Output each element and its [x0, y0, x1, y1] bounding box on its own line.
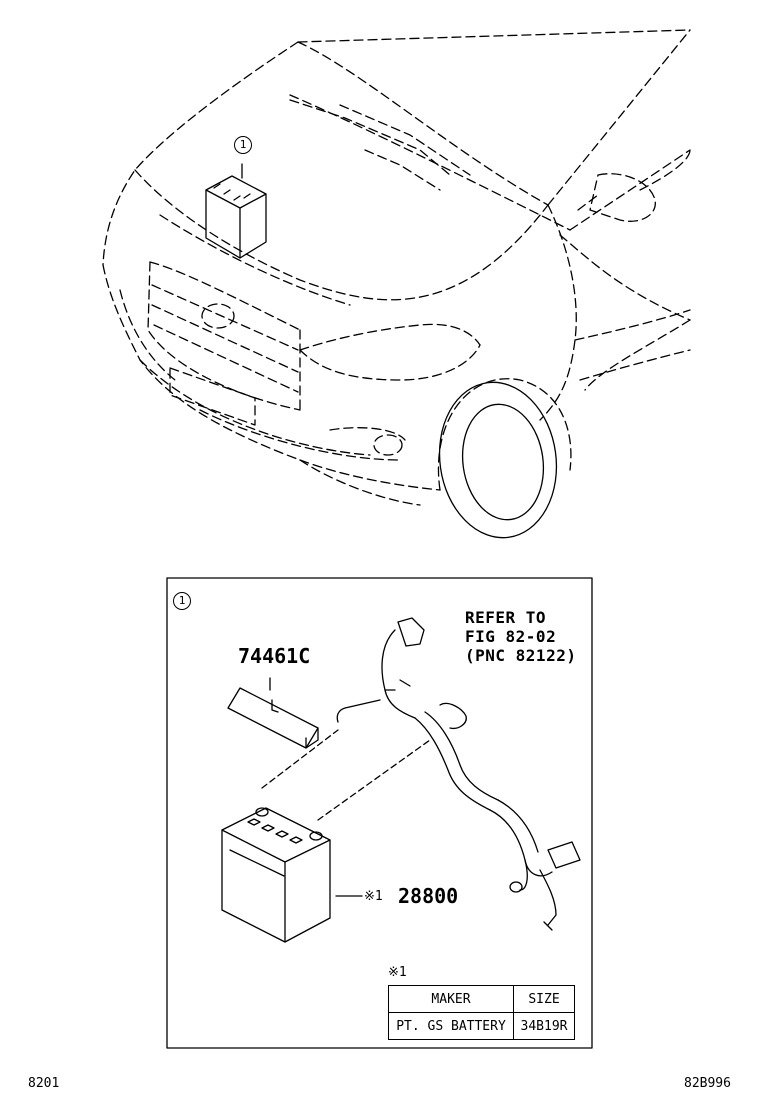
header-size: SIZE — [513, 985, 575, 1013]
refer-note-line2[interactable]: FIG 82-02 — [465, 627, 557, 646]
table-row: PT. GS BATTERY 34B19R — [388, 1012, 575, 1040]
table-header-row: MAKER SIZE — [388, 985, 575, 1013]
header-maker: MAKER — [388, 985, 514, 1013]
overview-callout[interactable]: 1 — [234, 136, 252, 154]
battery-note-mark: ※1 — [364, 889, 383, 904]
vehicle-outline — [102, 29, 691, 506]
cell-size: 34B19R — [513, 1012, 575, 1040]
refer-note-line1: REFER TO — [465, 608, 547, 627]
battery-28800 — [221, 807, 363, 943]
cover-part-number[interactable]: 74461C — [238, 644, 311, 668]
table-note-mark: ※1 — [388, 965, 407, 980]
illustration-code-right: 82B996 — [684, 1076, 731, 1091]
battery-wire-harness — [336, 617, 581, 931]
inset-frame — [166, 577, 593, 1049]
figure-code-left: 8201 — [28, 1076, 60, 1091]
refer-note-line3[interactable]: (PNC 82122) — [465, 646, 577, 665]
battery-part-number[interactable]: 28800 — [398, 884, 459, 908]
battery-cover — [227, 677, 319, 749]
front-wheel — [438, 381, 558, 539]
cell-maker: PT. GS BATTERY — [388, 1012, 514, 1040]
overview-battery — [205, 163, 267, 259]
battery-spec-table: MAKER SIZE PT. GS BATTERY 34B19R — [388, 985, 575, 1040]
inset-callout: 1 — [173, 592, 191, 610]
